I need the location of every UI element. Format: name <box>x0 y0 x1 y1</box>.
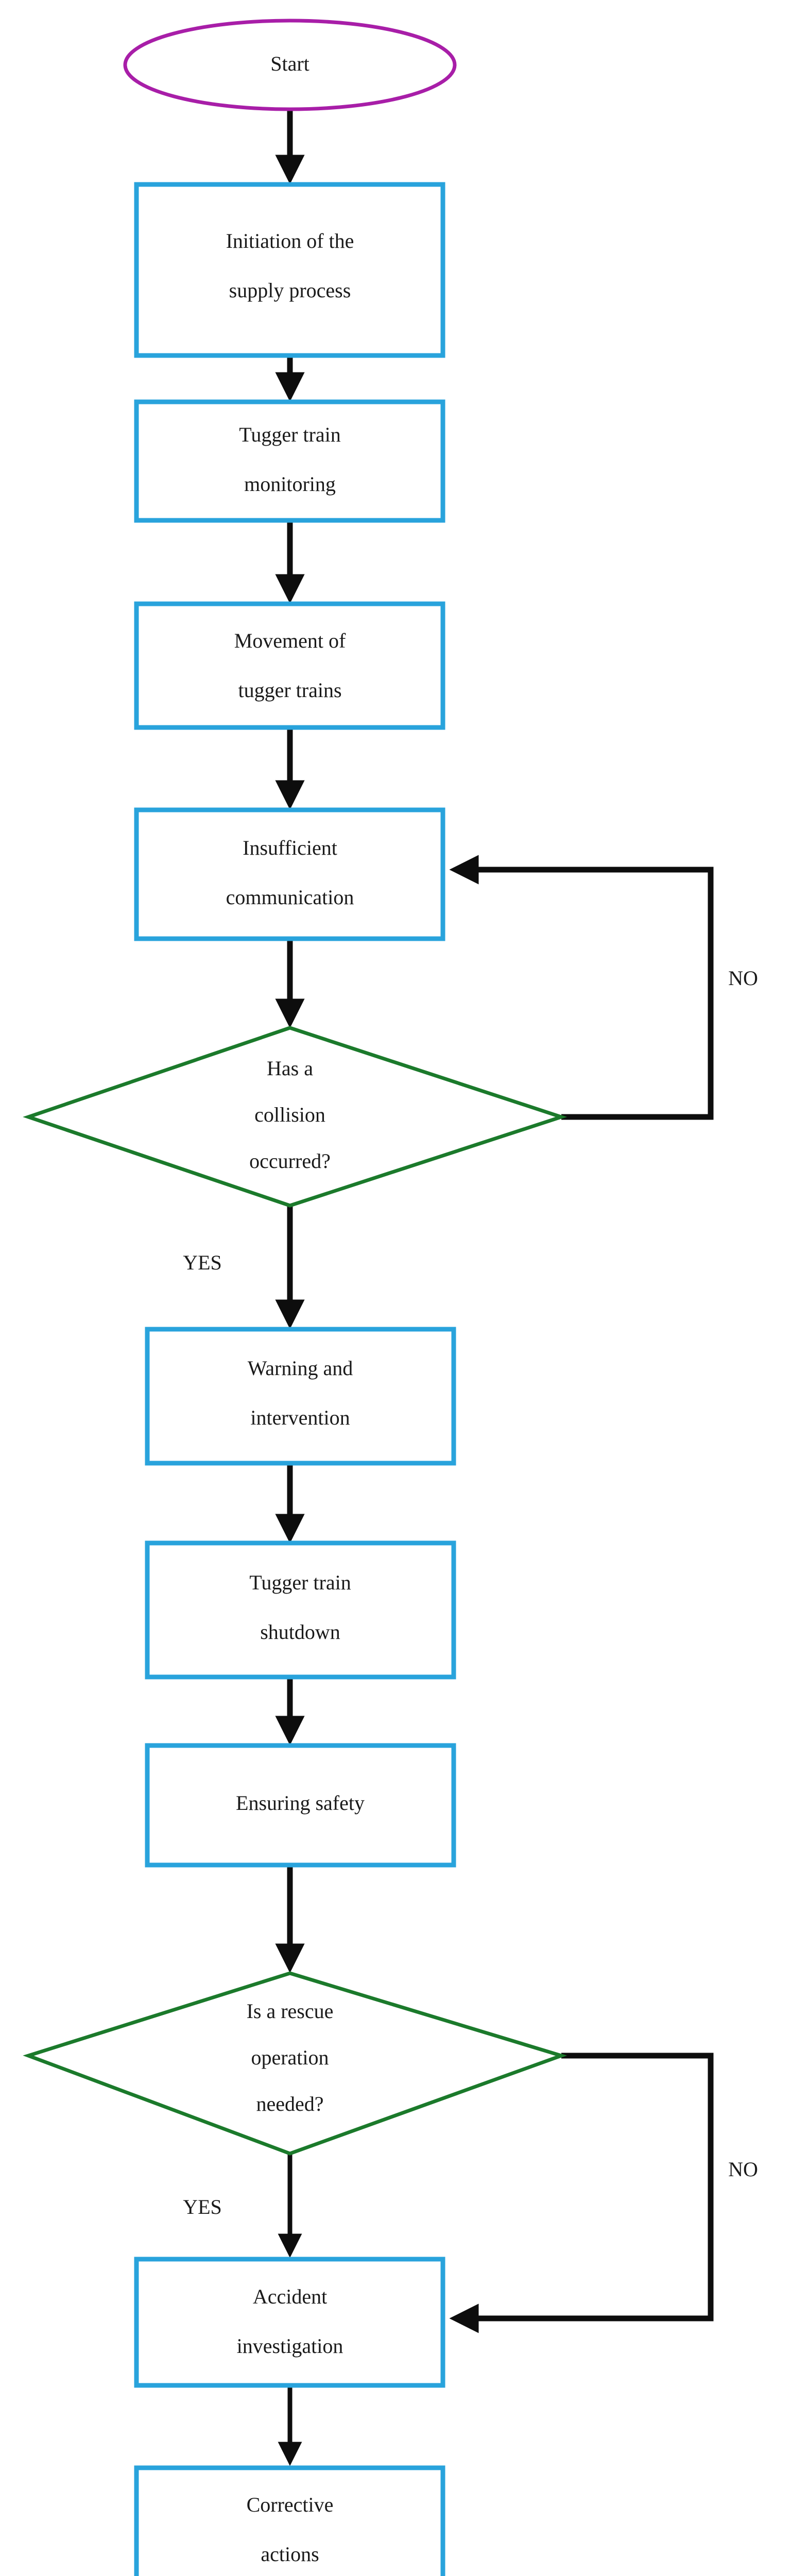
insufficient-communication-box <box>134 807 445 941</box>
node-ensuring-safety[interactable]: Ensuring safety <box>145 1743 456 1868</box>
rescue-no-label: NO <box>728 2158 758 2181</box>
rescue-decision-label-line2: operation <box>251 2046 329 2069</box>
start-oval <box>123 19 457 111</box>
accident-investigation-label-line1: Accident <box>253 2285 327 2308</box>
start-label: Start <box>270 52 309 75</box>
movement-label-line2: tugger trains <box>238 679 341 702</box>
corrective-actions-label-line2: actions <box>261 2543 319 2566</box>
collision-decision-label-line3: occurred? <box>249 1149 331 1173</box>
node-monitoring[interactable]: Tugger train monitoring <box>134 399 445 523</box>
node-rescue-decision[interactable]: Is a rescue operation needed? <box>23 1971 568 2156</box>
node-warning-intervention[interactable]: Warning and intervention <box>145 1327 456 1466</box>
tugger-train-shutdown-label-line2: shutdown <box>260 1620 340 1643</box>
movement-label-line1: Movement of <box>234 629 346 652</box>
monitoring-label-line2: monitoring <box>244 472 336 496</box>
warning-intervention-label-line1: Warning and <box>248 1357 353 1380</box>
node-accident-investigation[interactable]: Accident investigation <box>134 2257 445 2388</box>
monitoring-box <box>134 399 445 523</box>
edge-collision-no-loop <box>449 855 714 1120</box>
rescue-decision-label-line3: needed? <box>256 2092 323 2115</box>
rescue-decision-diamond <box>23 1971 568 2156</box>
corrective-actions-box <box>134 2465 445 2576</box>
initiation-label-line1: Initiation of the <box>226 229 354 252</box>
initiation-label-line2: supply process <box>229 279 351 302</box>
ensuring-safety-box <box>145 1743 456 1868</box>
insufficient-communication-label-line2: communication <box>226 886 354 909</box>
corrective-actions-label-line1: Corrective <box>247 2493 334 2516</box>
node-start[interactable]: Start <box>123 19 457 111</box>
node-initiation[interactable]: Initiation of the supply process <box>134 182 445 358</box>
collision-no-label: NO <box>728 967 758 990</box>
warning-intervention-box <box>145 1327 456 1466</box>
node-movement[interactable]: Movement of tugger trains <box>134 601 445 730</box>
insufficient-communication-label-line1: Insufficient <box>243 836 337 859</box>
node-corrective-actions[interactable]: Corrective actions <box>134 2465 445 2576</box>
monitoring-label-line1: Tugger train <box>239 423 340 446</box>
accident-investigation-box <box>134 2257 445 2388</box>
movement-box <box>134 601 445 730</box>
node-insufficient-communication[interactable]: Insufficient communication <box>134 807 445 941</box>
rescue-yes-label: YES <box>183 2195 222 2218</box>
connector-group <box>275 109 714 2466</box>
tugger-train-shutdown-box <box>145 1540 456 1680</box>
rescue-decision-label-line1: Is a rescue <box>247 1999 334 2023</box>
tugger-train-shutdown-label-line1: Tugger train <box>249 1571 351 1594</box>
initiation-box <box>134 182 445 358</box>
edge-rescue-no-loop <box>449 2053 714 2333</box>
warning-intervention-label-line2: intervention <box>250 1406 350 1429</box>
collision-decision-label-line1: Has a <box>267 1057 313 1080</box>
node-tugger-train-shutdown[interactable]: Tugger train shutdown <box>145 1540 456 1680</box>
collision-decision-diamond <box>23 1026 568 1208</box>
node-collision-decision[interactable]: Has a collision occurred? <box>23 1026 568 1208</box>
collision-decision-label-line2: collision <box>254 1103 325 1126</box>
accident-investigation-label-line2: investigation <box>237 2334 343 2358</box>
collision-yes-label: YES <box>183 1251 222 1274</box>
ensuring-safety-label: Ensuring safety <box>236 1791 365 1815</box>
